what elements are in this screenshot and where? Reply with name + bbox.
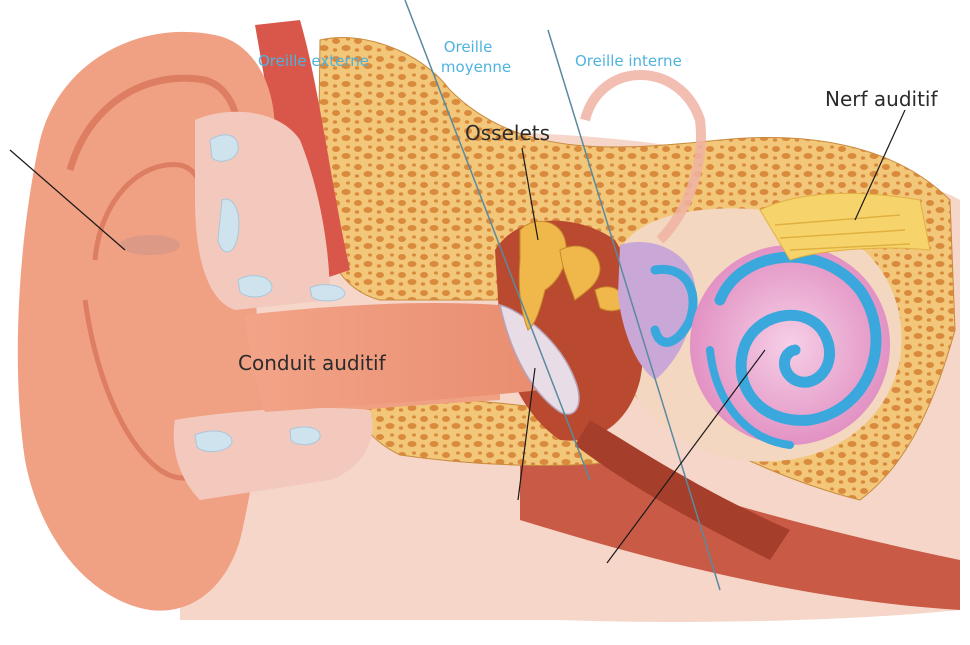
label-middle-ear-line1: Oreille	[444, 38, 493, 56]
cartilage-spot-3	[238, 276, 272, 297]
cartilage-spot-1	[210, 135, 238, 161]
cartilage-spot-5	[195, 431, 232, 452]
label-middle-ear-line2: moyenne	[441, 58, 511, 76]
cartilage-spot-6	[290, 427, 320, 445]
label-ear-canal: Conduit auditif	[238, 351, 387, 375]
label-outer-ear: Oreille externe	[258, 52, 369, 70]
cartilage-spot-4	[310, 285, 345, 301]
cartilage-spot-2	[218, 199, 239, 252]
label-inner-ear: Oreille interne	[575, 52, 682, 70]
label-ossicles: Osselets	[465, 121, 550, 145]
label-auditory-nerve: Nerf auditif	[825, 87, 938, 111]
pinna-highlight	[120, 235, 180, 255]
